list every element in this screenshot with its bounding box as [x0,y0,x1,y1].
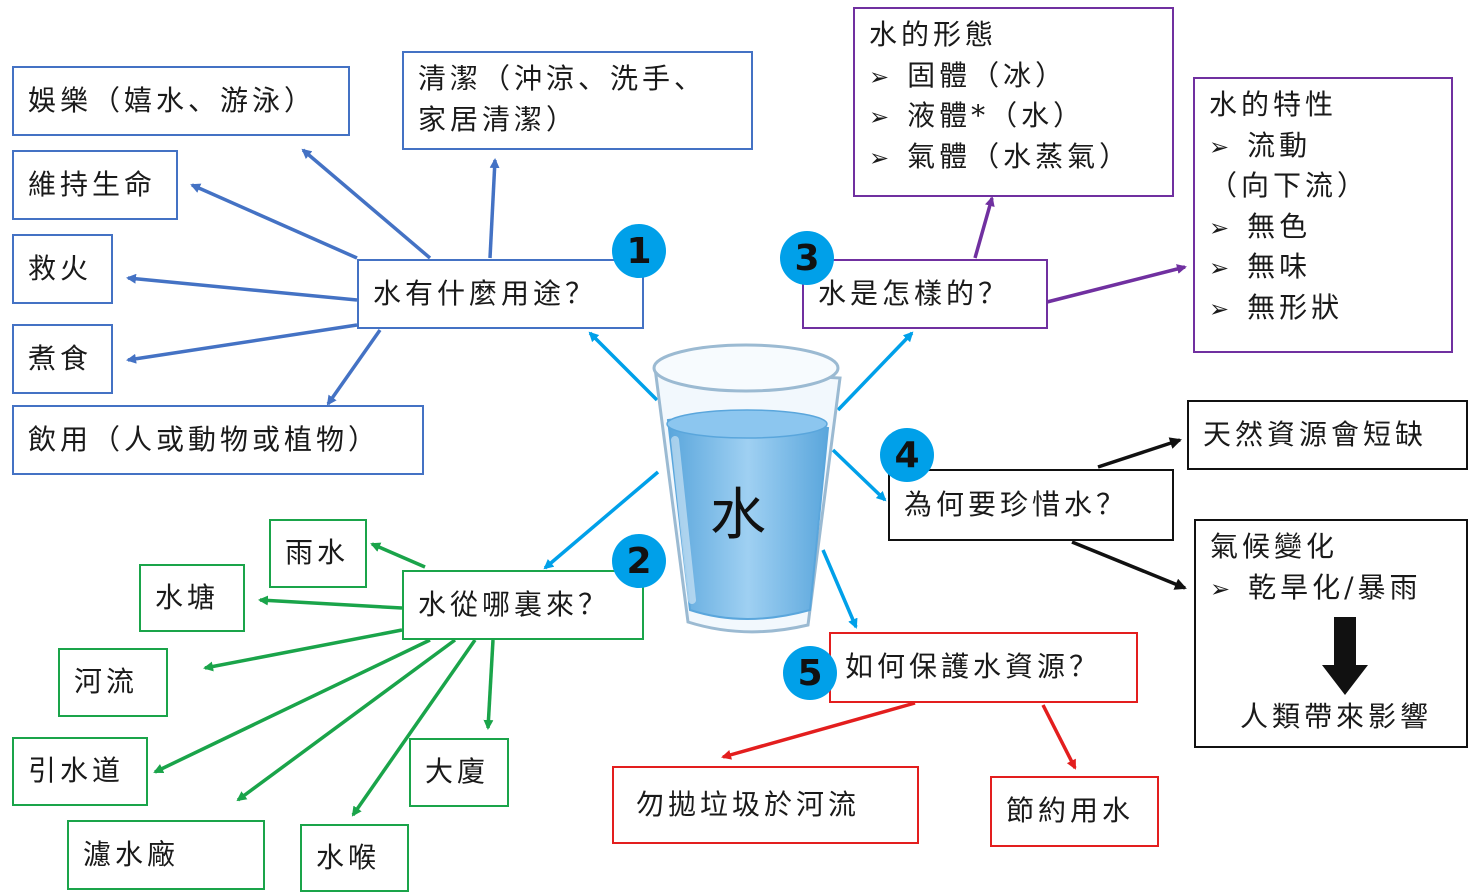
properties-item: （向下流） [1209,169,1370,203]
forms-item: 氣體（水蒸氣） [907,139,1132,173]
source-tap-text: 水喉 [316,840,381,874]
properties-item: 流動 [1247,128,1312,162]
use-drinking: 飲用（人或動物或植物） [12,405,424,475]
badge-1: 1 [612,224,666,278]
source-pond: 水塘 [139,564,245,632]
use-recreation-text: 娛樂（嬉水、游泳） [28,83,317,117]
badge-4: 4 [880,428,934,482]
down-arrow-icon [1322,617,1368,695]
question-uses: 水有什麼用途？ [357,259,644,329]
source-treatment-text: 濾水廠 [83,837,180,871]
source-channel: 引水道 [12,737,148,806]
source-tap: 水喉 [300,824,409,892]
use-cooking-text: 煮食 [28,341,93,375]
climate-item: 乾旱化/暴雨 [1248,570,1422,604]
properties-item: 無形狀 [1247,290,1344,324]
question-protect: 如何保護水資源？ [829,632,1138,703]
protect-litter: 勿拋垃圾於河流 [612,766,919,844]
question-sources: 水從哪裏來？ [402,570,644,640]
bullet-icon: ➢ [1209,254,1234,283]
use-cleaning: 清潔（沖涼、洗手、 家居清潔） [402,51,753,150]
bullet-icon: ➢ [869,143,894,172]
badge-5: 5 [783,646,837,700]
question-protect-text: 如何保護水資源？ [845,650,1102,684]
center-label: 水 [710,483,766,548]
question-sources-text: 水從哪裏來？ [418,587,611,621]
use-cleaning-line1: 清潔（沖涼、洗手、 [418,62,707,95]
forms-item: 固體（冰） [907,58,1068,92]
bullet-icon: ➢ [869,62,894,91]
source-rain-text: 雨水 [285,536,350,570]
bullet-icon: ➢ [1209,213,1234,242]
badge-2: 2 [612,534,666,588]
bullet-icon: ➢ [869,103,894,132]
properties-title: 水的特性 [1209,88,1338,121]
question-why-save-text: 為何要珍惜水？ [904,487,1129,521]
use-fire: 救火 [12,234,113,304]
use-life: 維持生命 [12,150,178,220]
forms-title: 水的形態 [869,18,998,51]
climate-impact: 人類帶來影響 [1240,700,1433,733]
use-recreation: 娛樂（嬉水、游泳） [12,66,350,136]
bullet-icon: ➢ [1210,574,1235,603]
source-building: 大廈 [409,738,509,807]
question-why-save: 為何要珍惜水？ [888,469,1174,541]
protect-save-text: 節約用水 [1006,794,1135,828]
bullet-icon: ➢ [1209,132,1234,161]
protect-save: 節約用水 [990,776,1159,847]
question-nature-text: 水是怎樣的？ [818,276,1011,310]
water-properties: 水的特性 ➢ 流動 （向下流） ➢ 無色 ➢ 無味 ➢ 無形狀 [1193,77,1453,353]
source-treatment: 濾水廠 [67,820,265,890]
properties-item: 無色 [1247,209,1312,243]
source-river: 河流 [58,648,168,717]
use-cleaning-line2: 家居清潔） [418,102,579,136]
source-river-text: 河流 [74,665,139,699]
source-building-text: 大廈 [425,755,490,789]
forms-item: 液體*（水） [907,99,1086,133]
badge-3: 3 [780,231,834,285]
climate-title: 氣候變化 [1210,530,1339,563]
bullet-icon: ➢ [1209,294,1234,323]
use-life-text: 維持生命 [28,167,157,201]
properties-item: 無味 [1247,250,1312,284]
reason-shortage-text: 天然資源會短缺 [1203,417,1428,451]
use-fire-text: 救火 [28,251,93,285]
question-uses-text: 水有什麼用途？ [373,276,598,310]
use-drinking-text: 飲用（人或動物或植物） [28,422,381,456]
water-forms: 水的形態 ➢ 固體（冰） ➢ 液體*（水） ➢ 氣體（水蒸氣） [853,7,1174,197]
water-glass-icon [652,343,842,634]
use-cooking: 煮食 [12,324,113,394]
reason-shortage: 天然資源會短缺 [1187,400,1468,470]
reason-climate: 氣候變化 ➢ 乾旱化/暴雨 人類帶來影響 [1194,519,1468,748]
source-rain: 雨水 [269,519,367,588]
protect-litter-text: 勿拋垃圾於河流 [636,787,861,821]
source-pond-text: 水塘 [155,580,220,614]
question-nature: 水是怎樣的？ [802,259,1048,329]
source-channel-text: 引水道 [28,754,125,788]
